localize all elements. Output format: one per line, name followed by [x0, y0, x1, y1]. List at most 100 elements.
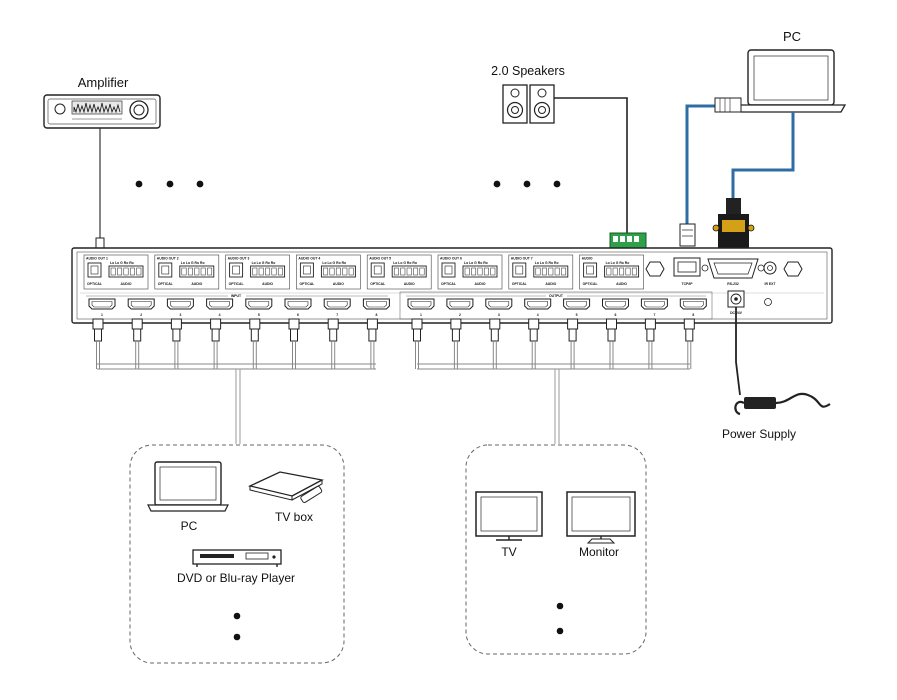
output-hdmi-port-4: 4 [524, 298, 552, 317]
input-hdmi-port-6: 6 [284, 298, 312, 317]
tv-box-icon [248, 471, 324, 503]
db9-connector-icon [712, 198, 755, 252]
audio-label: AUDIO [121, 282, 132, 286]
hdmi-cable [644, 318, 656, 369]
laptop-icon [735, 49, 847, 113]
more-dots-right [493, 180, 561, 188]
input-hdmi-port-1: 1 [88, 298, 116, 317]
output-section-label: OUTPUT [549, 294, 564, 298]
audio-out-label: AUDIO OUT 1 [86, 257, 108, 261]
hdmi-cable [683, 318, 695, 369]
port-number-label: 3 [179, 313, 181, 317]
audio-out-module-7: AUDIO OUT 7 OPTICAL Lo Lo G Ro Ro AUDIO [508, 254, 574, 290]
audio-label: AUDIO [191, 282, 202, 286]
more-dots-left [135, 180, 204, 188]
hdmi-cable [327, 318, 339, 369]
port-number-label: 6 [297, 313, 299, 317]
audio-out-label: AUDIO OUT 5 [369, 257, 391, 261]
port-number-label: 1 [101, 313, 103, 317]
optical-label: OPTICAL [512, 282, 527, 286]
hdmi-cable [366, 318, 378, 369]
port-number-label: 2 [140, 313, 142, 317]
source-pc-label: PC [181, 519, 198, 533]
more-displays-dot [556, 627, 564, 635]
more-sources-dot [233, 612, 241, 620]
more-displays-dot [556, 602, 564, 610]
hdmi-cable [249, 318, 261, 369]
optical-label: OPTICAL [583, 282, 598, 286]
output-hdmi-port-1: 1 [407, 298, 435, 317]
input-hdmi-port-8: 8 [362, 298, 390, 317]
more-sources-dot [233, 633, 241, 641]
dvd-player-icon [192, 549, 282, 567]
display-monitor-label: Monitor [579, 545, 619, 559]
irext-label: IR EXT [765, 282, 777, 286]
hdmi-cable [92, 318, 104, 369]
displays-group [465, 444, 647, 655]
pin-labels: Lo Lo G Ro Ro [322, 261, 346, 265]
input-hdmi-port-3: 3 [166, 298, 194, 317]
output-hdmi-port-3: 3 [485, 298, 513, 317]
pc-top-label: PC [783, 29, 801, 44]
tv-icon [475, 491, 543, 541]
hdmi-cable [528, 318, 540, 369]
audio-out-label: AUDIO OUT 6 [440, 257, 462, 261]
port-number-label: 4 [219, 313, 221, 317]
audio-label: AUDIO [404, 282, 415, 286]
port-number-label: 6 [615, 313, 617, 317]
power-supply-label: Power Supply [722, 427, 796, 441]
rj45-plug-icon [714, 97, 742, 113]
audio-label: AUDIO [616, 282, 627, 286]
audio-label: AUDIO [262, 282, 273, 286]
audio-out-label: AUDIO OUT 4 [298, 257, 320, 261]
source-dvd-label: DVD or Blu-ray Player [177, 571, 295, 585]
port-number-label: 7 [336, 313, 338, 317]
sources-group [129, 444, 345, 664]
source-tvbox-label: TV box [275, 510, 313, 524]
tcpip-label: TCP/IP [682, 282, 694, 286]
output-hdmi-port-5: 5 [563, 298, 591, 317]
audio-out-label: AUDIO OUT 3 [228, 257, 250, 261]
pin-labels: Lo Lo G Ro Ro [252, 261, 276, 265]
pin-labels: Lo Lo G Ro Ro [535, 261, 559, 265]
hdmi-cable [489, 318, 501, 369]
optical-label: OPTICAL [158, 282, 173, 286]
output-hdmi-port-7: 7 [640, 298, 668, 317]
output-hdmi-port-2: 2 [446, 298, 474, 317]
optical-label: OPTICAL [441, 282, 456, 286]
optical-label: OPTICAL [229, 282, 244, 286]
input-hdmi-port-4: 4 [206, 298, 234, 317]
audio-label: AUDIO [475, 282, 486, 286]
input-hdmi-port-2: 2 [127, 298, 155, 317]
pin-labels: Lo Lo G Ro Ro [606, 261, 630, 265]
audio-out-module-8: AUDIO OPTICAL Lo Lo G Ro Ro AUDIO [579, 254, 644, 290]
port-number-label: 8 [692, 313, 694, 317]
hdmi-cable [288, 318, 300, 369]
rs232-label: RS-232 [727, 282, 739, 286]
audio-out-module-6: AUDIO OUT 6 OPTICAL Lo Lo G Ro Ro AUDIO [437, 254, 503, 290]
audio-label: AUDIO [545, 282, 556, 286]
input-hdmi-port-7: 7 [323, 298, 351, 317]
port-number-label: 8 [375, 313, 377, 317]
hdmi-cable [411, 318, 423, 369]
amplifier-label: Amplifier [78, 75, 129, 90]
audio-out-label: AUDIO [582, 257, 593, 261]
audio-out-label: AUDIO OUT 2 [157, 257, 179, 261]
input-section-label: INPUT [231, 294, 242, 298]
pin-labels: Lo Lo G Ro Ro [393, 261, 417, 265]
port-number-label: 5 [576, 313, 578, 317]
hdmi-cable [170, 318, 182, 369]
port-number-label: 1 [420, 313, 422, 317]
audio-label: AUDIO [333, 282, 344, 286]
port-number-label: 2 [459, 313, 461, 317]
audio-out-label: AUDIO OUT 7 [511, 257, 533, 261]
pin-labels: Lo Lo G Ro Ro [464, 261, 488, 265]
hdmi-cable [606, 318, 617, 369]
amplifier-icon [43, 94, 161, 129]
